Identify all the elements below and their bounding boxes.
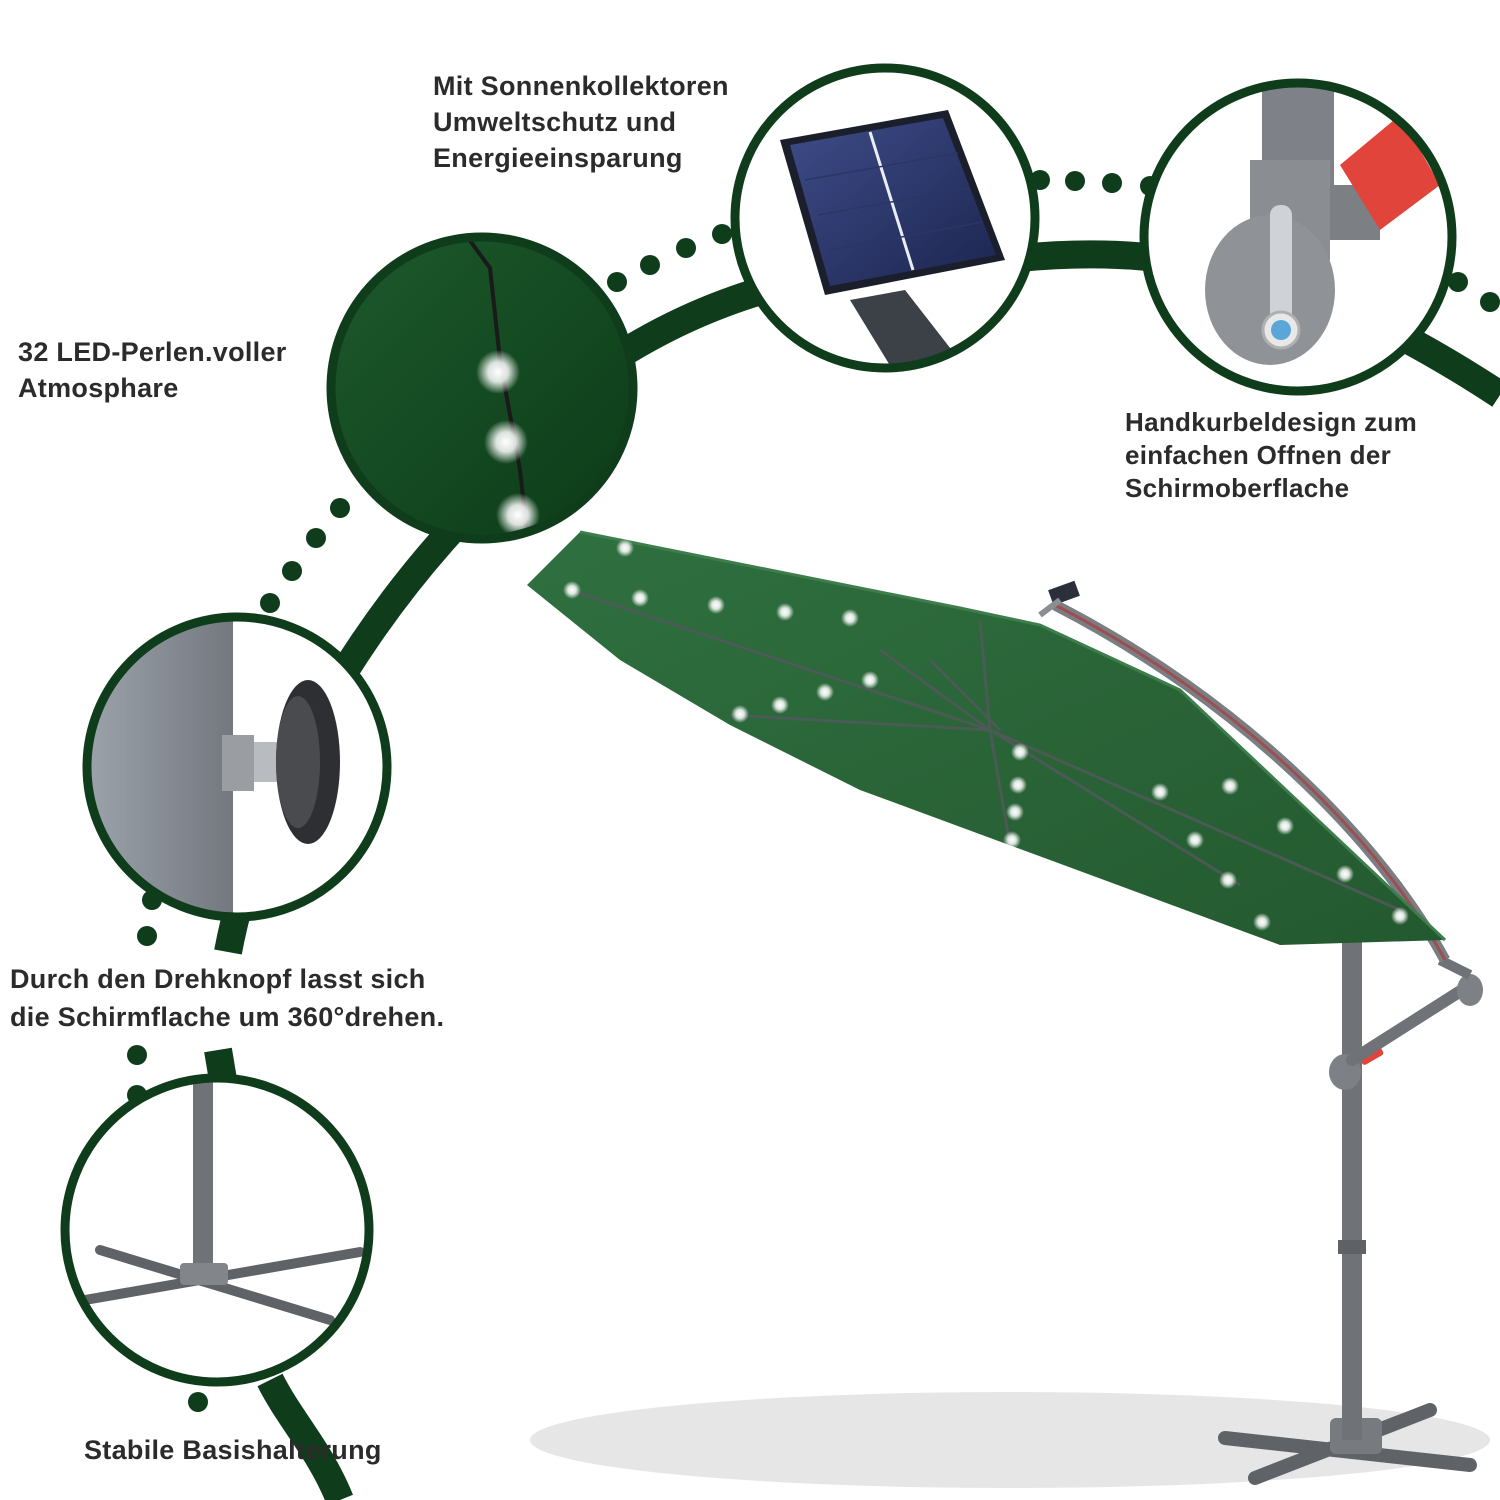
caption-line: Durch den Drehknopf lasst sich xyxy=(10,964,426,994)
umbrella-illustration xyxy=(527,530,1490,1488)
caption-line: 32 LED-Perlen.voller xyxy=(18,337,287,367)
caption-line: einfachen Offnen der xyxy=(1125,440,1392,470)
caption-rotation-knob: Durch den Drehknopf lasst sich die Schir… xyxy=(10,960,444,1036)
caption-line: Mit Sonnenkollektoren xyxy=(433,71,729,101)
caption-led-lights: 32 LED-Perlen.voller Atmosphare xyxy=(18,334,287,406)
caption-hand-crank: Handkurbeldesign zum einfachen Offnen de… xyxy=(1125,406,1417,505)
detail-hand-crank xyxy=(1139,78,1457,396)
caption-line: Atmosphare xyxy=(18,373,179,403)
caption-line: Schirmoberflache xyxy=(1125,473,1350,503)
caption-line: Handkurbeldesign zum xyxy=(1125,407,1418,437)
caption-cross-base: Stabile Basishalterung xyxy=(84,1432,382,1468)
detail-cross-base xyxy=(60,1073,374,1387)
caption-solar-panel: Mit Sonnenkollektoren Umweltschutz und E… xyxy=(433,68,729,176)
caption-line: Energieeinsparung xyxy=(433,143,683,173)
caption-line: Stabile Basishalterung xyxy=(84,1435,382,1465)
detail-rotation-knob xyxy=(82,612,392,922)
detail-solar-panel xyxy=(730,63,1040,373)
caption-line: Umweltschutz und xyxy=(433,107,677,137)
detail-led-strip xyxy=(326,232,638,544)
caption-line: die Schirmflache um 360°drehen. xyxy=(10,1002,445,1032)
